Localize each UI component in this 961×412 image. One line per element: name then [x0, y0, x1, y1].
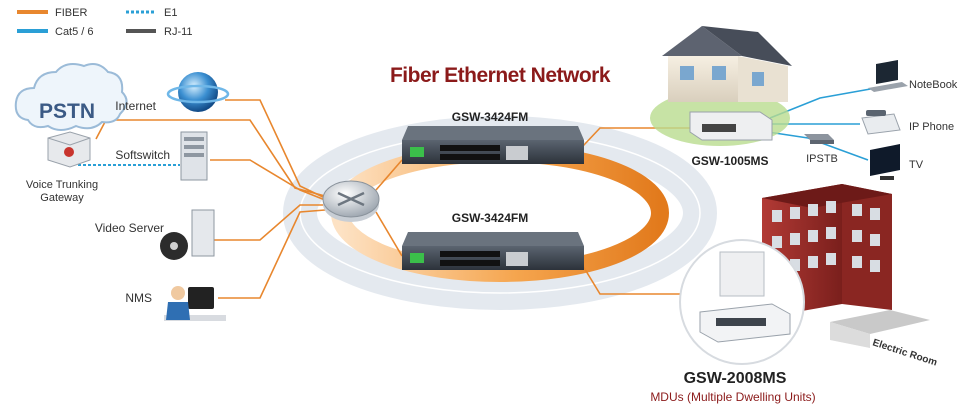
- tv-label: TV: [909, 159, 924, 171]
- router-top-switch-line: [375, 159, 403, 191]
- notebook-icon: [876, 60, 898, 84]
- nms-label: NMS: [125, 291, 152, 305]
- softswitch-device: Softswitch: [115, 131, 208, 181]
- video-server-label: Video Server: [95, 221, 164, 235]
- softswitch-line: [210, 159, 326, 201]
- ipstb-icon: [804, 134, 834, 140]
- building-roof: [762, 184, 892, 208]
- nms-workstation: NMS: [125, 286, 226, 321]
- softswitch-label: Softswitch: [115, 148, 170, 162]
- gateway-label-line1: Voice Trunking: [26, 179, 98, 191]
- internet-globe: Internet: [115, 72, 230, 113]
- switch-bottom-chassis: [402, 246, 584, 270]
- building-windows: [772, 201, 880, 274]
- tv-icon: [870, 144, 900, 176]
- switch-bottom: GSW-3424FM: [402, 211, 584, 270]
- person-icon: [171, 286, 185, 300]
- house-wall: [668, 56, 738, 102]
- pstn-label: PSTN: [39, 100, 95, 123]
- core-router: [322, 180, 380, 222]
- switch-top: GSW-3424FM: [402, 110, 584, 164]
- switch-top-chassis: [402, 140, 584, 164]
- electric-room-floor: [830, 310, 930, 334]
- diagram-title: Fiber Ethernet Network: [390, 64, 611, 87]
- gsw1005-label: GSW-1005MS: [691, 154, 768, 168]
- legend-e1-label: E1: [164, 7, 177, 19]
- switch-bottom-label: GSW-3424FM: [452, 211, 528, 225]
- router-bottom-switch-line: [375, 211, 403, 257]
- legend-cat5-label: Cat5 / 6: [55, 26, 94, 38]
- gateway-label-line2: Gateway: [40, 192, 84, 204]
- ipstb-device: IPSTB: [804, 134, 838, 165]
- left-connections: [95, 99, 403, 299]
- gsw2008-label: GSW-2008MS: [684, 370, 787, 387]
- house-window: [680, 66, 694, 80]
- pstn-cloud: PSTN: [14, 63, 128, 131]
- building-side: [842, 184, 892, 310]
- desk-icon: [164, 315, 226, 321]
- gsw2008-device: GSW-2008MS MDUs (Multiple Dwelling Units…: [650, 239, 816, 404]
- ipstb-label: IPSTB: [806, 153, 838, 165]
- nms-line: [218, 209, 326, 299]
- legend-fiber-label: FIBER: [55, 7, 87, 19]
- pstn-line: [95, 119, 326, 197]
- cabinet-icon: [719, 251, 765, 297]
- switch-bottom-led: [410, 253, 424, 263]
- internet-label: Internet: [115, 99, 156, 113]
- notebook-device: NoteBook: [868, 60, 958, 92]
- video-server-device: Video Server: [95, 209, 215, 260]
- monitor-icon: [188, 287, 214, 309]
- server-tower-icon: [191, 209, 215, 257]
- notebook-label: NoteBook: [909, 79, 958, 91]
- video-server-line: [214, 204, 325, 241]
- globe-orbit: [166, 84, 230, 104]
- mdus-label: MDUs (Multiple Dwelling Units): [650, 390, 815, 404]
- cloud-shape: [14, 63, 128, 131]
- legend: FIBER Cat5 / 6 E1 RJ-11: [17, 7, 193, 38]
- ip-phone-icon: [861, 113, 901, 135]
- switch-top-label: GSW-3424FM: [452, 110, 528, 124]
- internet-line: [225, 99, 326, 199]
- switch-top-led: [410, 147, 424, 157]
- ip-phone-device: IP Phone: [861, 110, 954, 135]
- ip-phone-label: IP Phone: [909, 121, 954, 133]
- gateway-icon: [64, 147, 74, 157]
- bottom-switch-gsw2008-line: [582, 265, 690, 295]
- tv-device: TV: [870, 144, 924, 180]
- voice-gateway: Voice Trunking Gateway: [26, 131, 98, 204]
- electric-room-label: Electric Room: [871, 337, 938, 368]
- house-roof-right: [702, 26, 792, 66]
- house-roof-left: [662, 26, 742, 56]
- legend-rj11-label: RJ-11: [164, 26, 193, 38]
- globe-icon: [178, 72, 218, 112]
- gsw1005-device: GSW-1005MS: [689, 111, 773, 168]
